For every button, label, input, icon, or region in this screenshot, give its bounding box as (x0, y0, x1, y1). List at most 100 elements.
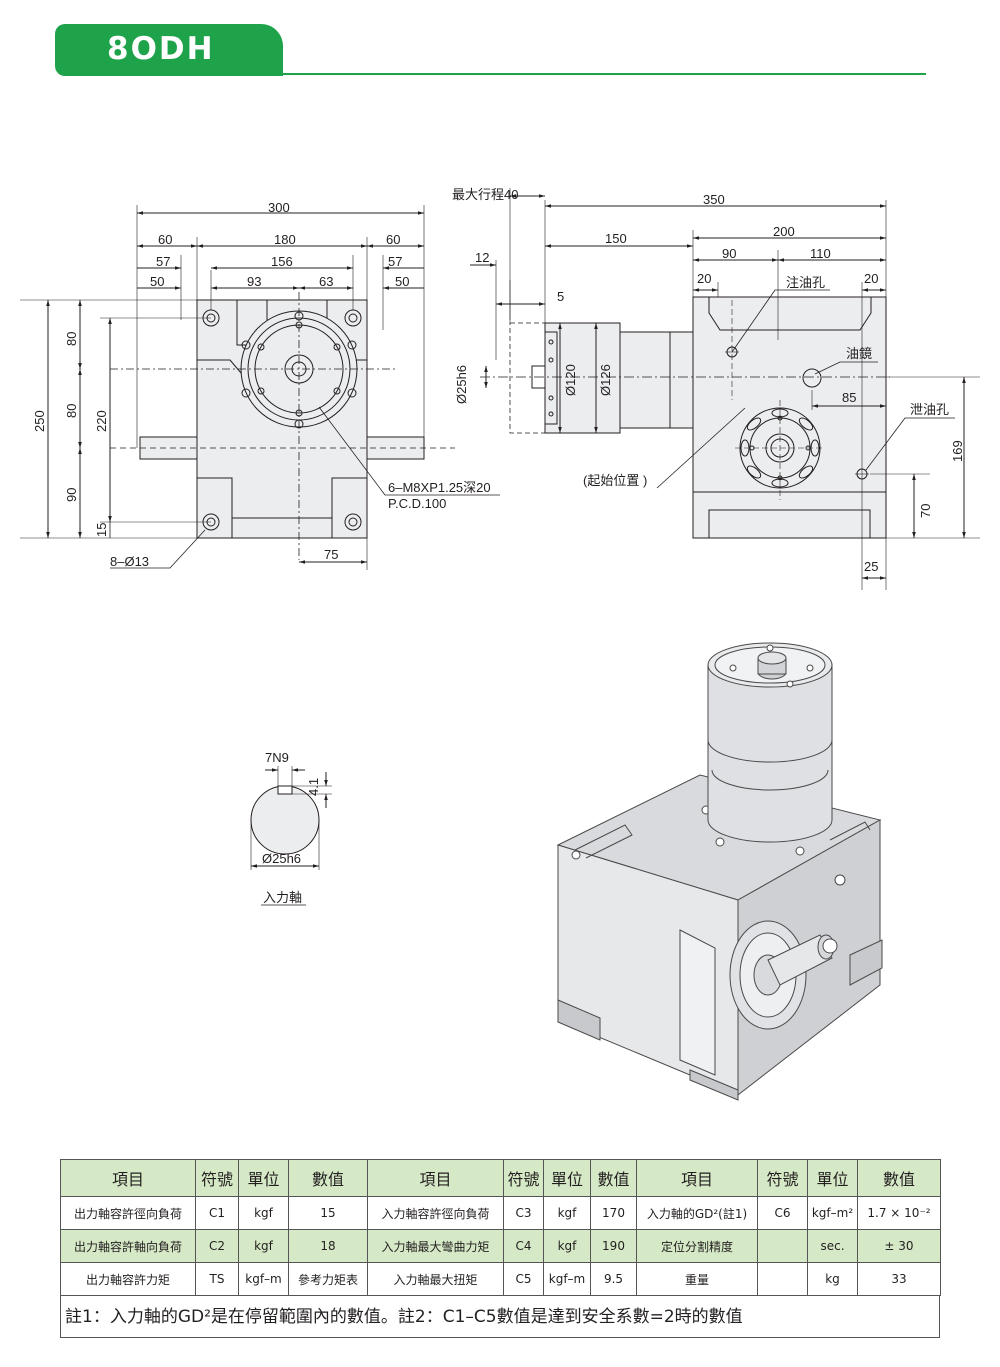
dim-d120: Ø120 (563, 364, 578, 396)
table-cell: C1 (195, 1196, 239, 1230)
model-title-tab: 8ODH (55, 24, 283, 76)
table-cell: 170 (590, 1196, 637, 1230)
dim-200: 200 (773, 224, 795, 239)
col-header-value: 數值 (590, 1159, 637, 1197)
front-view (20, 205, 500, 570)
col-header-item: 項目 (60, 1159, 196, 1197)
dim-50-right: 50 (395, 274, 409, 289)
dim-15: 15 (94, 523, 109, 537)
table-cell: 入力軸最大扭矩 (367, 1262, 504, 1296)
col-header-value: 數值 (288, 1159, 368, 1197)
dim-75: 75 (324, 547, 338, 562)
mounting-holes-note: 8–Ø13 (110, 554, 149, 569)
table-cell: 190 (590, 1229, 637, 1263)
dim-20-left: 20 (697, 271, 711, 286)
col-header-item: 項目 (367, 1159, 504, 1197)
start-position-label: (起始位置 ) (583, 473, 647, 488)
dim-156: 156 (271, 254, 293, 269)
col-header-unit: 單位 (807, 1159, 858, 1197)
col-header-unit: 單位 (238, 1159, 289, 1197)
technical-drawing: 300 60 180 60 57 156 57 50 93 63 50 250 … (20, 187, 980, 1101)
table-cell: 入力軸容許徑向負荷 (367, 1196, 504, 1230)
table-cell: kgf (238, 1196, 289, 1230)
table-cell: 15 (288, 1196, 368, 1230)
input-shaft-detail (250, 766, 332, 906)
tap-note: 6–M8XP1.25深20 (388, 480, 491, 495)
table-cell: kgf (543, 1229, 591, 1263)
dim-d25h6: Ø25h6 (454, 365, 469, 404)
table-cell (757, 1262, 808, 1296)
dim-70: 70 (918, 504, 933, 518)
input-shaft-labels: 7N9 4.1 Ø25h6 入力軸 (262, 750, 321, 905)
table-cell: 出力軸容許徑向負荷 (60, 1196, 196, 1230)
dim-110: 110 (810, 246, 831, 261)
spec-header-row: 項目 符號 單位 數值 項目 符號 單位 數值 項目 符號 單位 數值 (60, 1159, 941, 1197)
input-shaft-caption: 入力軸 (263, 890, 302, 905)
dim-57-left: 57 (156, 254, 170, 269)
side-view-labels: 最大行程40 350 150 200 90 110 12 5 20 20 85 … (452, 187, 965, 574)
table-cell: 33 (857, 1262, 941, 1296)
dim-25: 25 (864, 559, 878, 574)
table-cell: 9.5 (590, 1262, 637, 1296)
table-cell: C2 (195, 1229, 239, 1263)
table-cell: kgf (543, 1196, 591, 1230)
table-cell: kgf–m (238, 1262, 289, 1296)
spec-table-container: 項目 符號 單位 數值 項目 符號 單位 數值 項目 符號 單位 數值 出力軸容… (60, 1159, 941, 1338)
dim-90: 90 (64, 488, 79, 502)
dim-250: 250 (32, 410, 47, 432)
table-cell: 18 (288, 1229, 368, 1263)
dim-180: 180 (274, 232, 296, 247)
table-cell: C6 (757, 1196, 808, 1230)
side-view (470, 188, 980, 590)
dim-50-left: 50 (150, 274, 164, 289)
table-cell: C4 (503, 1229, 544, 1263)
table-row: 出力軸容許徑向負荷 C1 kgf 15 入力軸容許徑向負荷 C3 kgf 170… (60, 1196, 941, 1230)
table-cell: 出力軸容許軸向負荷 (60, 1229, 196, 1263)
table-cell: ± 30 (857, 1229, 941, 1263)
dim-300: 300 (268, 200, 290, 215)
max-stroke-label: 最大行程40 (452, 187, 518, 202)
drain-hole-label: 泄油孔 (910, 402, 949, 417)
front-view-labels: 300 60 180 60 57 156 57 50 93 63 50 250 … (32, 200, 491, 569)
dim-350: 350 (703, 192, 725, 207)
sight-glass-label: 油鏡 (846, 346, 872, 361)
shaft-diameter-label: Ø25h6 (262, 851, 301, 866)
table-footnote: 註1：入力軸的GD²是在停留範圍內的數值。註2：C1–C5數值是達到安全系數=2… (60, 1296, 940, 1338)
table-cell: C3 (503, 1196, 544, 1230)
dim-80-a: 80 (64, 332, 79, 346)
pcd-note: P.C.D.100 (388, 496, 446, 511)
dim-60-left: 60 (158, 232, 172, 247)
dim-5: 5 (557, 289, 564, 304)
table-cell: kgf–m² (807, 1196, 858, 1230)
dim-12: 12 (475, 250, 489, 265)
table-cell: 入力軸最大彎曲力矩 (367, 1229, 504, 1263)
table-row: 出力軸容許力矩 TS kgf–m 參考力矩表 入力軸最大扭矩 C5 kgf–m … (60, 1262, 941, 1296)
header-rule (270, 73, 926, 75)
dim-d126: Ø126 (598, 364, 613, 396)
dim-85: 85 (842, 390, 856, 405)
dim-20-right: 20 (864, 271, 878, 286)
col-header-unit: 單位 (543, 1159, 591, 1197)
table-row: 出力軸容許軸向負荷 C2 kgf 18 入力軸最大彎曲力矩 C4 kgf 190… (60, 1229, 941, 1263)
table-cell: 入力軸的GD²(註1) (636, 1196, 758, 1230)
dim-80-b: 80 (64, 404, 79, 418)
dim-93: 93 (247, 274, 261, 289)
table-cell: sec. (807, 1229, 858, 1263)
table-cell: 參考力矩表 (288, 1262, 368, 1296)
key-width-label: 7N9 (265, 750, 289, 765)
table-cell: 定位分割精度 (636, 1229, 758, 1263)
dim-90: 90 (722, 246, 736, 261)
spec-table: 項目 符號 單位 數值 項目 符號 單位 數值 項目 符號 單位 數值 出力軸容… (60, 1159, 941, 1296)
table-cell: 1.7 × 10⁻² (857, 1196, 941, 1230)
table-cell: 重量 (636, 1262, 758, 1296)
table-cell: kgf–m (543, 1262, 591, 1296)
col-header-value: 數值 (857, 1159, 941, 1197)
dim-60-right: 60 (386, 232, 400, 247)
col-header-symbol: 符號 (503, 1159, 544, 1197)
table-cell: kg (807, 1262, 858, 1296)
table-cell (757, 1229, 808, 1263)
isometric-illustration (556, 642, 883, 1101)
model-title: 8ODH (107, 31, 215, 67)
table-cell: TS (195, 1262, 239, 1296)
dim-220: 220 (94, 410, 109, 432)
